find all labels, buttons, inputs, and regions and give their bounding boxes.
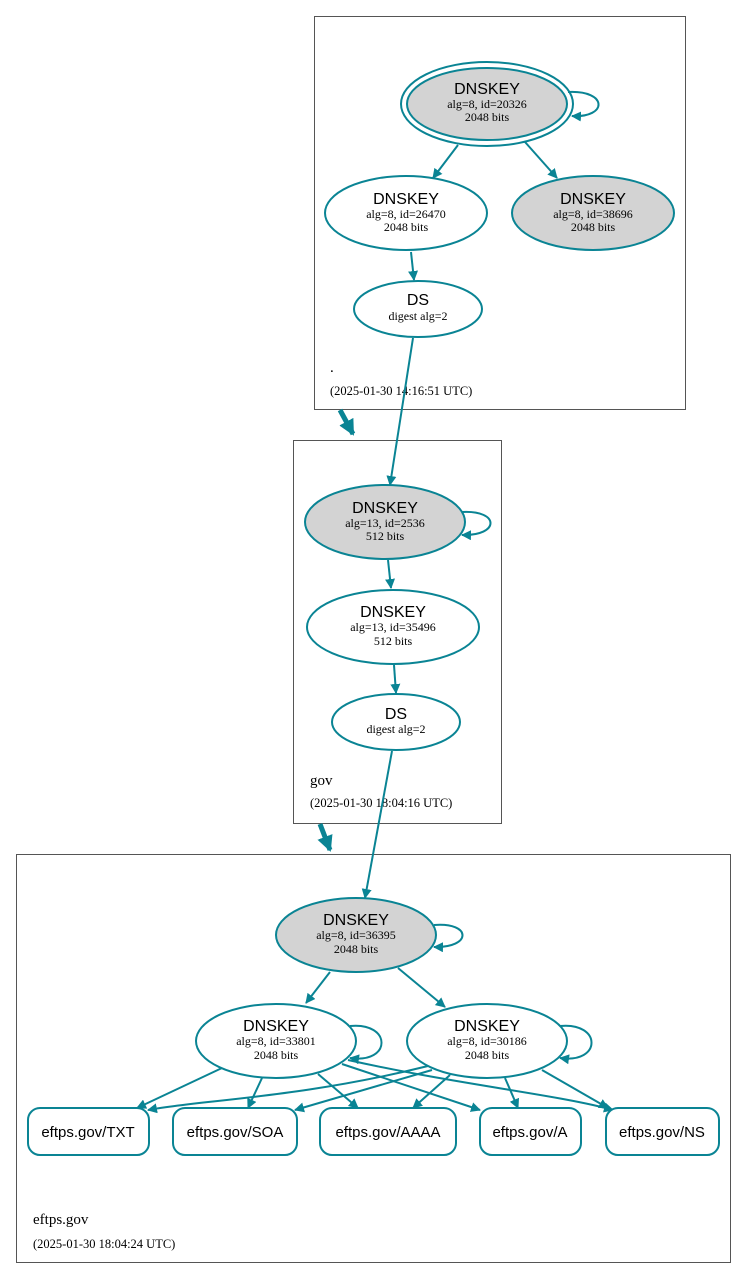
node-gov-ksk: DNSKEY alg=13, id=2536 512 bits [304,484,466,560]
node-eftps-ksk-size: 2048 bits [334,942,379,956]
node-gov-zsk-size: 512 bits [374,634,413,648]
node-root-zsk: DNSKEY alg=8, id=26470 2048 bits [324,175,488,251]
node-eftps-zsk1-size: 2048 bits [254,1048,299,1062]
zone-eftps-timestamp: (2025-01-30 18:04:24 UTC) [33,1237,175,1251]
node-root-key3-size: 2048 bits [571,220,616,234]
zone-root-timestamp: (2025-01-30 14:16:51 UTC) [330,384,472,398]
zone-root-box [314,16,686,410]
node-eftps-zsk1-type: DNSKEY [243,1018,309,1035]
node-gov-ds-type: DS [407,292,429,309]
node-gov-ksk-type: DNSKEY [352,500,418,517]
node-root-ksk: DNSKEY alg=8, id=20326 2048 bits [400,61,574,147]
edge-selfloop-eftps-zsk1 [349,1024,383,1065]
rrset-txt: eftps.gov/TXT [27,1107,150,1156]
rrset-ns: eftps.gov/NS [605,1107,720,1156]
rrset-ns-label: eftps.gov/NS [619,1124,705,1141]
node-eftps-zsk2-detail: alg=8, id=30186 [447,1034,527,1048]
edges [136,90,614,1114]
edge-selfloop-root-ksk [567,90,600,122]
node-gov-ds-detail: digest alg=2 [388,309,447,323]
node-root-zsk-type: DNSKEY [373,191,439,208]
node-root-zsk-detail: alg=8, id=26470 [366,207,446,221]
node-eftps-zsk1: DNSKEY alg=8, id=33801 2048 bits [195,1003,357,1079]
node-gov-zsk: DNSKEY alg=13, id=35496 512 bits [306,589,480,665]
zone-gov-name: gov [310,773,333,789]
node-gov-ds: DS digest alg=2 [353,280,483,338]
rrset-a: eftps.gov/A [479,1107,582,1156]
node-root-ksk-size: 2048 bits [465,110,510,124]
rrset-a-label: eftps.gov/A [492,1124,567,1141]
rrset-soa: eftps.gov/SOA [172,1107,298,1156]
edge-selfloop-eftps-ksk [433,923,464,953]
node-root-key3-detail: alg=8, id=38696 [553,207,633,221]
zone-eftps-name: eftps.gov [33,1212,89,1228]
delegation-arrow-root-gov [337,408,356,436]
node-root-key3: DNSKEY alg=8, id=38696 2048 bits [511,175,675,251]
node-gov-ksk-size: 512 bits [366,529,405,543]
node-eftps-ds-type: DS [385,706,407,723]
node-gov-zsk-type: DNSKEY [360,604,426,621]
node-root-key3-type: DNSKEY [560,191,626,208]
node-root-ksk-type: DNSKEY [454,81,520,98]
node-root-ksk-detail: alg=8, id=20326 [447,97,527,111]
zone-root-name: . [330,360,334,376]
edge-selfloop-gov-ksk [461,510,492,541]
node-eftps-zsk2-size: 2048 bits [465,1048,510,1062]
node-eftps-zsk2-type: DNSKEY [454,1018,520,1035]
node-eftps-ksk-detail: alg=8, id=36395 [316,928,396,942]
node-eftps-ds-detail: digest alg=2 [366,722,425,736]
delegation-arrow-gov-eftps [317,823,333,852]
node-eftps-ksk: DNSKEY alg=8, id=36395 2048 bits [275,897,437,973]
zone-gov-timestamp: (2025-01-30 18:04:16 UTC) [310,796,452,810]
edge-selfloop-eftps-zsk2 [559,1024,593,1065]
rrset-aaaa-label: eftps.gov/AAAA [335,1124,440,1141]
rrset-soa-label: eftps.gov/SOA [187,1124,284,1141]
node-eftps-zsk1-detail: alg=8, id=33801 [236,1034,316,1048]
node-eftps-ksk-type: DNSKEY [323,912,389,929]
node-gov-ksk-detail: alg=13, id=2536 [345,516,425,530]
node-gov-zsk-detail: alg=13, id=35496 [350,620,436,634]
node-root-zsk-size: 2048 bits [384,220,429,234]
rrset-txt-label: eftps.gov/TXT [41,1124,134,1141]
node-eftps-ds: DS digest alg=2 [331,693,461,751]
node-eftps-zsk2: DNSKEY alg=8, id=30186 2048 bits [406,1003,568,1079]
rrset-aaaa: eftps.gov/AAAA [319,1107,457,1156]
